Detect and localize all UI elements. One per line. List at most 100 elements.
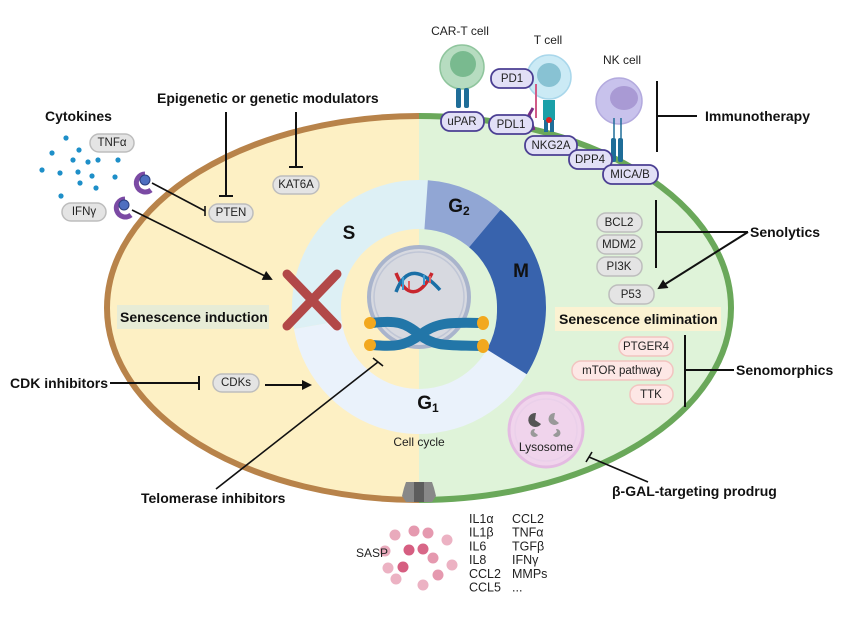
svg-text:BCL2: BCL2 bbox=[605, 217, 634, 229]
pill-bcl2[interactable]: BCL2 bbox=[596, 212, 643, 233]
phase-s-segment bbox=[291, 180, 442, 330]
sasp-factor: CCL2 bbox=[512, 512, 544, 526]
senescence-elimination-label: Senescence elimination bbox=[559, 311, 718, 327]
lysosome-label: Lysosome bbox=[519, 440, 574, 454]
epigenetic-title: Epigenetic or genetic modulators bbox=[157, 90, 379, 106]
cytokine-dot bbox=[95, 157, 101, 163]
sasp-factor: TNFα bbox=[512, 526, 544, 540]
inhibit-line-pten bbox=[151, 182, 206, 212]
cytokine-dot bbox=[77, 180, 83, 186]
sasp-factor-dot bbox=[427, 552, 439, 564]
svg-text:P53: P53 bbox=[621, 289, 641, 301]
senolytics-label: Senolytics bbox=[750, 224, 820, 240]
pill-ifng[interactable]: IFNγ bbox=[61, 202, 107, 222]
pill-dpp4[interactable]: DPP4 bbox=[568, 149, 613, 170]
cytokine-dot bbox=[112, 174, 118, 180]
pill-pd1[interactable]: PD1 bbox=[490, 68, 534, 89]
phase-m-label: M bbox=[513, 261, 529, 282]
sasp-factor-dot bbox=[390, 573, 402, 585]
svg-text:TTK: TTK bbox=[640, 389, 662, 401]
t-cell-icon bbox=[526, 54, 572, 132]
cytokines-title: Cytokines bbox=[45, 108, 112, 124]
svg-text:DPP4: DPP4 bbox=[575, 154, 606, 166]
svg-text:PDL1: PDL1 bbox=[497, 119, 526, 131]
membrane-channel-icon bbox=[402, 482, 436, 502]
cytokine-dots bbox=[39, 135, 121, 199]
telomerase-inhibitors-label: Telomerase inhibitors bbox=[141, 490, 286, 506]
t-cell-label: T cell bbox=[534, 33, 562, 47]
cytokine-dot bbox=[49, 150, 55, 156]
pill-cdks[interactable]: CDKs bbox=[212, 373, 260, 393]
chromosome-icon bbox=[364, 316, 489, 353]
sasp-factor: IFNγ bbox=[512, 553, 539, 567]
pill-ptger4[interactable]: PTGER4 bbox=[618, 336, 674, 357]
arrow-to-arrest bbox=[131, 209, 273, 280]
cytokine-dot bbox=[39, 167, 45, 173]
sasp-factor-dot bbox=[389, 529, 401, 541]
sasp-factor: IL6 bbox=[469, 539, 486, 553]
pill-pi3k[interactable]: PI3K bbox=[596, 256, 643, 277]
cytokine-dot bbox=[57, 170, 63, 176]
pill-pten[interactable]: PTEN bbox=[208, 203, 254, 223]
pill-mdm2[interactable]: MDM2 bbox=[596, 234, 643, 255]
pill-mica-b[interactable]: MICA/B bbox=[602, 164, 659, 185]
svg-text:uPAR: uPAR bbox=[447, 116, 476, 128]
sasp-factor: IL1α bbox=[469, 512, 494, 526]
pill-mtor-pathway[interactable]: mTOR pathway bbox=[571, 360, 674, 381]
dna-helix-icon bbox=[394, 271, 442, 294]
cell-cycle-label: Cell cycle bbox=[393, 435, 445, 449]
sasp-factor-dot bbox=[422, 527, 434, 539]
svg-text:PTGER4: PTGER4 bbox=[623, 341, 670, 353]
sasp-factor-dot bbox=[408, 525, 420, 537]
svg-text:MICA/B: MICA/B bbox=[610, 169, 650, 181]
phase-s-label: S bbox=[343, 223, 356, 244]
inhibit-bar bbox=[585, 451, 593, 463]
sasp-factor-dot bbox=[432, 569, 444, 581]
sasp-factor: TGFβ bbox=[512, 539, 544, 553]
cytokine-dot bbox=[115, 157, 121, 163]
pill-kat6a[interactable]: KAT6A bbox=[272, 175, 320, 195]
cytokine-dot bbox=[89, 173, 95, 179]
cell-cycle-arrest-x-icon bbox=[282, 269, 342, 331]
pill-ttk[interactable]: TTK bbox=[629, 384, 674, 405]
senescence-elimination-bg bbox=[555, 307, 721, 331]
membrane-right bbox=[419, 113, 734, 503]
sasp-factor-dot bbox=[403, 544, 415, 556]
cytokine-dot bbox=[93, 185, 99, 191]
car-t-cell-icon bbox=[439, 44, 485, 108]
cytokine-receptor-icon bbox=[133, 171, 153, 195]
sasp-factor-dot bbox=[397, 561, 409, 573]
prodrug-label: β-GAL-targeting prodrug bbox=[612, 483, 777, 499]
svg-text:TNFα: TNFα bbox=[97, 137, 126, 149]
sasp-factor: MMPs bbox=[512, 567, 547, 581]
nk-cell-icon bbox=[595, 77, 643, 162]
sasp-factor-dot bbox=[446, 559, 458, 571]
pill-p53[interactable]: P53 bbox=[608, 284, 655, 305]
lysosome-icon bbox=[507, 391, 585, 469]
cytokine-dot bbox=[76, 147, 82, 153]
sasp-factor: IL8 bbox=[469, 553, 486, 567]
cytokine-dot bbox=[85, 159, 91, 165]
pill-pdl1[interactable]: PDL1 bbox=[488, 114, 534, 135]
pill-nkg2a[interactable]: NKG2A bbox=[524, 135, 578, 156]
cytokine-dot bbox=[63, 135, 69, 141]
sasp-factor-list: IL1αIL1βIL6IL8CCL2CCL5CCL2TNFαTGFβIFNγMM… bbox=[469, 512, 547, 595]
pill-upar[interactable]: uPAR bbox=[440, 111, 485, 132]
senescence-induction-label: Senescence induction bbox=[120, 309, 268, 325]
nk-cell-label: NK cell bbox=[603, 53, 641, 67]
cytokine-dot bbox=[70, 157, 76, 163]
car-t-cell-label: CAR-T cell bbox=[431, 24, 489, 38]
svg-text:mTOR pathway: mTOR pathway bbox=[582, 365, 662, 377]
sasp-dots bbox=[379, 525, 458, 591]
svg-text:KAT6A: KAT6A bbox=[278, 179, 314, 191]
cytokine-receptor-icon bbox=[113, 196, 133, 220]
senomorphics-label: Senomorphics bbox=[736, 362, 833, 378]
svg-text:NKG2A: NKG2A bbox=[532, 140, 571, 152]
inhibit-line-lysosome bbox=[588, 456, 649, 483]
pill-tnfa[interactable]: TNFα bbox=[89, 133, 135, 153]
cdk-inhibitors-label: CDK inhibitors bbox=[10, 375, 108, 391]
svg-text:CDKs: CDKs bbox=[221, 377, 251, 389]
cytokine-dot bbox=[75, 169, 81, 175]
inhibit-line-telomerase bbox=[215, 361, 379, 490]
